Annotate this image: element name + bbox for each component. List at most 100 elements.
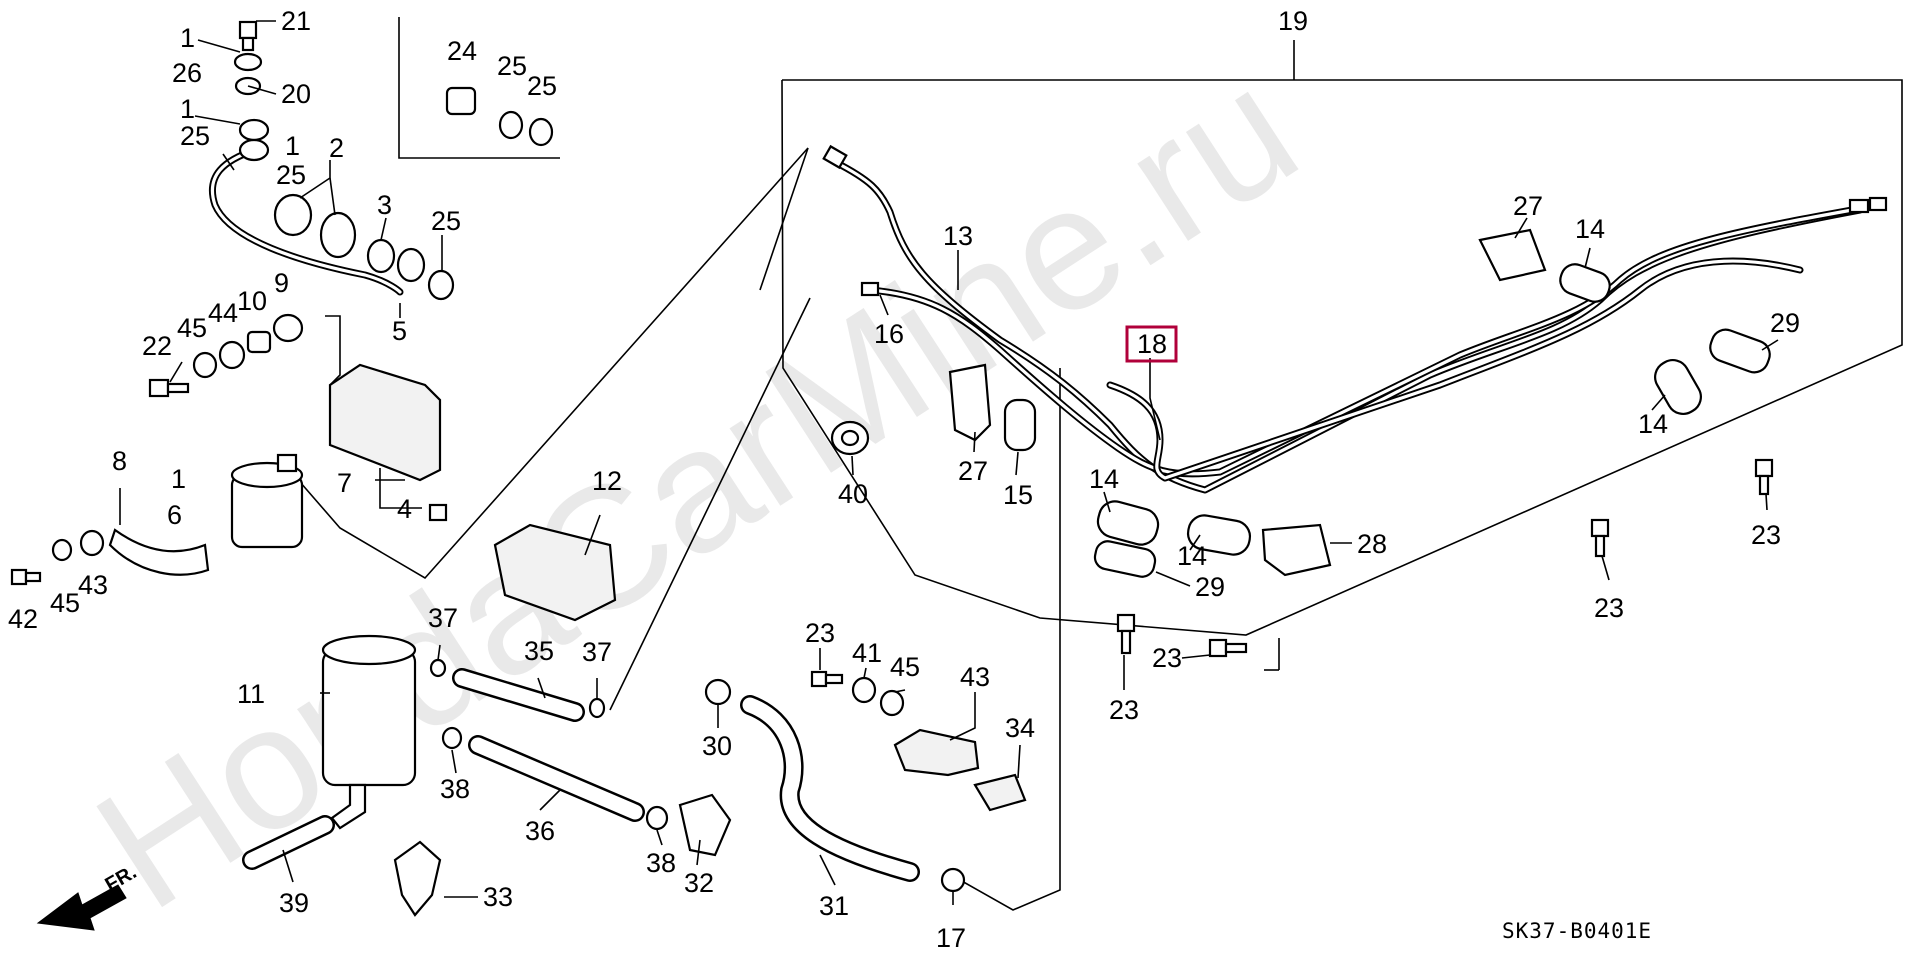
- clamp-14: [1559, 263, 1611, 303]
- cap: [273, 193, 313, 237]
- callout-10: 10: [237, 286, 267, 316]
- bolt-washer-row: [148, 313, 304, 398]
- callout-8: 8: [112, 446, 127, 476]
- bolt-23-shank: [1758, 474, 1770, 496]
- callout-42: 42: [8, 604, 38, 634]
- filter-band-8: [108, 528, 210, 576]
- bolt-23: [1116, 613, 1136, 633]
- filter-bracket-7: [328, 363, 442, 482]
- hose-35: [454, 670, 583, 720]
- callout-5: 5: [392, 316, 407, 346]
- bracket-3: [366, 238, 396, 274]
- clamp-27: [1478, 228, 1547, 282]
- callout-27: 27: [958, 456, 988, 486]
- callout-37: 37: [428, 603, 458, 633]
- callout-23: 23: [1751, 520, 1781, 550]
- bolt-5: [396, 247, 426, 283]
- bracket-12: [493, 523, 617, 622]
- bolt-23: [1754, 458, 1774, 478]
- spring-filter: [319, 211, 357, 259]
- washer: [238, 138, 270, 162]
- leader-lines: [119, 20, 1779, 905]
- callout-7: 7: [337, 468, 352, 498]
- clamp-14: [1096, 500, 1160, 546]
- callout-25: 25: [527, 71, 557, 101]
- clamp-15: [1003, 398, 1037, 452]
- callout-38: 38: [646, 848, 676, 878]
- callout-23: 23: [1109, 695, 1139, 725]
- callout-4: 4: [397, 494, 412, 524]
- callout-20: 20: [281, 79, 311, 109]
- callout-40: 40: [838, 479, 868, 509]
- bolt-23-shank: [1224, 642, 1248, 654]
- nut-washer-group: [445, 86, 554, 147]
- nut-24: [445, 86, 477, 116]
- diagram-code: SK37-B0401E: [1502, 919, 1652, 943]
- nut-10: [246, 330, 272, 354]
- callout-29: 29: [1195, 572, 1225, 602]
- bolt-23: [1590, 518, 1610, 538]
- highlight-box-part-18: [1125, 325, 1178, 363]
- hose-17: [742, 697, 918, 880]
- callout-25: 25: [180, 121, 210, 151]
- callout-3: 3: [377, 190, 392, 220]
- fuel-filter-6: [230, 453, 304, 549]
- pipe-end-fitting: [860, 281, 880, 297]
- fuel-pipe-bundle: [831, 158, 1884, 494]
- front-direction-arrow: FR.: [36, 861, 140, 931]
- bolt-23-shank: [1120, 629, 1132, 655]
- clamp-14: [1654, 359, 1702, 415]
- callout-23: 23: [1152, 643, 1182, 673]
- canister-top: [321, 634, 417, 666]
- washer-43: [879, 689, 905, 717]
- callout-11: 11: [237, 679, 265, 709]
- callout-1: 1: [171, 464, 186, 494]
- hose-36: [470, 737, 643, 820]
- bracket-34: [893, 728, 980, 777]
- clamp-33: [393, 840, 442, 917]
- clamp-29: [1709, 328, 1771, 374]
- canister-outlet: [330, 783, 367, 830]
- callout-30: 30: [702, 731, 732, 761]
- callout-25: 25: [431, 206, 461, 236]
- callout-17: 31: [819, 891, 849, 921]
- washer-45: [192, 351, 218, 379]
- clamp-30: [940, 867, 966, 893]
- callout-1: 1: [285, 131, 300, 161]
- clips: [393, 658, 966, 917]
- bolt-41: [810, 670, 828, 688]
- callout-25: 25: [497, 51, 527, 81]
- bracket-hardware: [810, 670, 1027, 812]
- callout-38: 38: [440, 774, 470, 804]
- callout-30: 17: [936, 923, 966, 953]
- clip-37: [429, 658, 447, 678]
- clamp-27: [948, 363, 992, 442]
- callout-9: 9: [274, 268, 289, 298]
- callout-24: 24: [447, 36, 477, 66]
- washer-43: [79, 529, 105, 557]
- callout-27: 27: [1513, 191, 1543, 221]
- washer-44: [218, 340, 246, 370]
- callout-39: 39: [279, 888, 309, 918]
- callout-45: 41: [852, 638, 882, 668]
- grommet-40-hole: [840, 429, 860, 447]
- pipe-clamps: [1093, 263, 1771, 578]
- callout-31: 34: [1005, 713, 1035, 743]
- pipe-end-fitting: [1868, 196, 1888, 212]
- clamp-30: [704, 678, 732, 706]
- bolt-23-shank: [1594, 534, 1606, 558]
- callout-labels: 21 1 26 20 1 25 1 25 2 3 25 5 22 45 44 1…: [8, 6, 1800, 953]
- callout-12: 12: [592, 466, 622, 496]
- callout-44: 44: [208, 298, 238, 328]
- canister-body: [321, 648, 417, 787]
- callout-22: 22: [142, 331, 172, 361]
- clip-38: [645, 805, 669, 831]
- callout-43: 45: [890, 652, 920, 682]
- washer-45: [51, 538, 73, 562]
- callout-25: 25: [276, 160, 306, 190]
- bolt-23: [1208, 638, 1228, 658]
- callout-34: 43: [960, 662, 990, 692]
- bolt-42: [10, 568, 28, 586]
- bolt-22-shank: [166, 382, 190, 394]
- washer-25: [498, 110, 524, 140]
